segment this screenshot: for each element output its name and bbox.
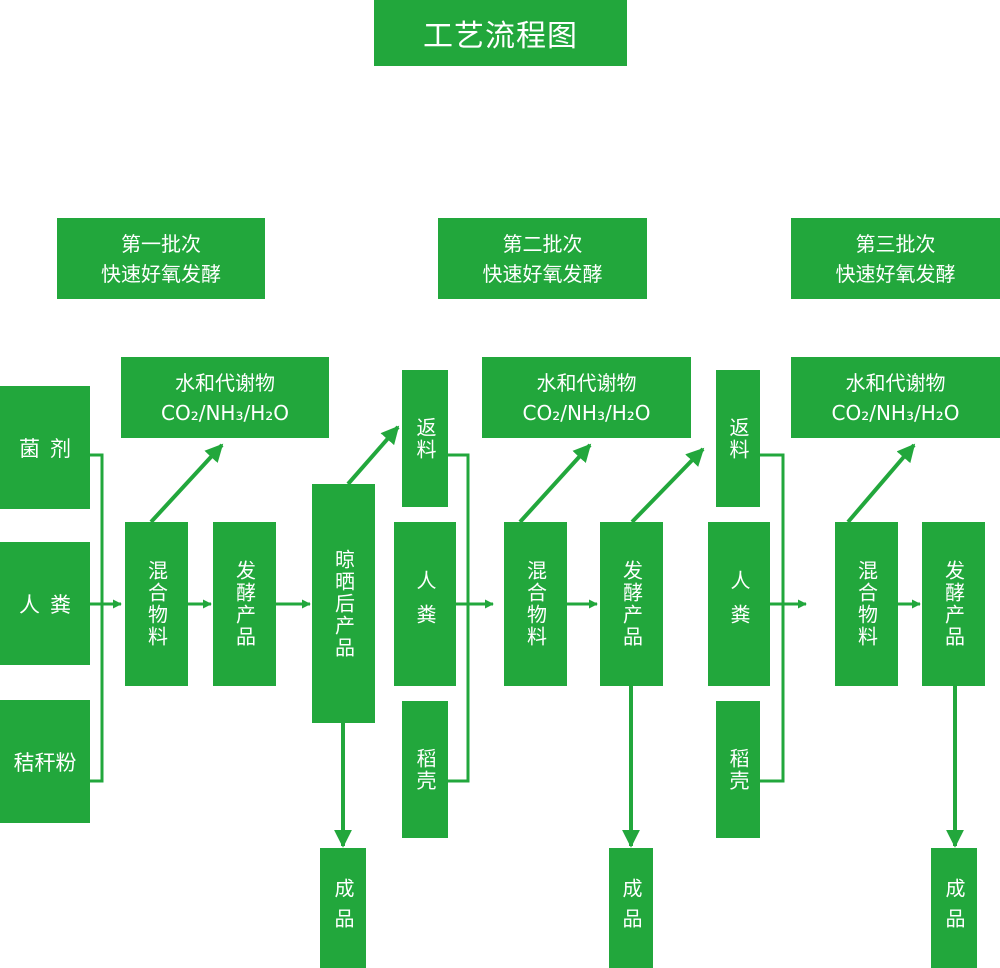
dried-product: 晾晒后产品 bbox=[312, 484, 375, 723]
batch-3-name: 第三批次 bbox=[855, 231, 936, 256]
batch-3-header: 第三批次 快速好氧发酵 bbox=[791, 218, 1000, 299]
batch-1-name: 第一批次 bbox=[121, 231, 201, 256]
byproduct-box-2: 水和代谢物 CO₂/NH₃/H₂O bbox=[482, 357, 691, 438]
byproduct-label-2: 水和代谢物 bbox=[536, 370, 637, 395]
mixed-material-2: 混合物料 bbox=[504, 522, 567, 686]
byproduct-formula-2: CO₂/NH₃/H₂O bbox=[522, 400, 651, 425]
byproduct-formula-1: CO₂/NH₃/H₂O bbox=[160, 400, 290, 425]
input-bracket-3 bbox=[760, 453, 785, 783]
mixed-material-3: 混合物料 bbox=[835, 522, 898, 686]
mixed-material-1: 混合物料 bbox=[125, 522, 188, 686]
finished-product-3: 成品 bbox=[931, 848, 977, 968]
batch-3-process: 快速好氧发酵 bbox=[835, 261, 956, 286]
arrow-dried-to-return bbox=[346, 425, 400, 486]
input-bracket-2 bbox=[448, 453, 470, 783]
finished-product-2: 成品 bbox=[609, 848, 653, 968]
batch-1-header: 第一批次 快速好氧发酵 bbox=[57, 218, 265, 299]
batch-1-process: 快速好氧发酵 bbox=[101, 261, 221, 286]
input-human-feces-1: 人粪 bbox=[0, 542, 90, 665]
input-straw-powder: 秸秆粉 bbox=[0, 700, 90, 823]
arrow-gas-2 bbox=[518, 443, 592, 524]
finished-product-1: 成品 bbox=[320, 848, 366, 968]
input-bracket-1 bbox=[90, 453, 104, 783]
arrow-gas-3 bbox=[846, 443, 916, 524]
input-rice-husk-1: 稻壳 bbox=[402, 701, 448, 838]
return-material-1: 返料 bbox=[402, 370, 448, 507]
page-title: 工艺流程图 bbox=[374, 0, 627, 66]
fermented-product-2: 发酵产品 bbox=[600, 522, 663, 686]
byproduct-box-1: 水和代谢物 CO₂/NH₃/H₂O bbox=[121, 357, 329, 438]
input-rice-husk-2: 稻壳 bbox=[716, 701, 760, 838]
arrow-gas-1 bbox=[149, 443, 224, 524]
byproduct-box-3: 水和代谢物 CO₂/NH₃/H₂O bbox=[791, 357, 1000, 438]
batch-2-header: 第二批次 快速好氧发酵 bbox=[438, 218, 647, 299]
input-bacteria-agent: 菌剂 bbox=[0, 386, 90, 509]
fermented-product-3: 发酵产品 bbox=[922, 522, 985, 686]
batch-2-process: 快速好氧发酵 bbox=[482, 261, 603, 286]
byproduct-label-3: 水和代谢物 bbox=[845, 370, 946, 395]
byproduct-label-1: 水和代谢物 bbox=[175, 370, 275, 395]
batch-2-name: 第二批次 bbox=[502, 231, 583, 256]
fermented-product-1: 发酵产品 bbox=[213, 522, 276, 686]
arrow-ferment-to-return-2 bbox=[630, 447, 705, 524]
return-material-2: 返料 bbox=[716, 370, 760, 507]
byproduct-formula-3: CO₂/NH₃/H₂O bbox=[831, 400, 960, 425]
input-human-feces-2: 人粪 bbox=[394, 522, 456, 686]
input-human-feces-3: 人粪 bbox=[708, 522, 770, 686]
